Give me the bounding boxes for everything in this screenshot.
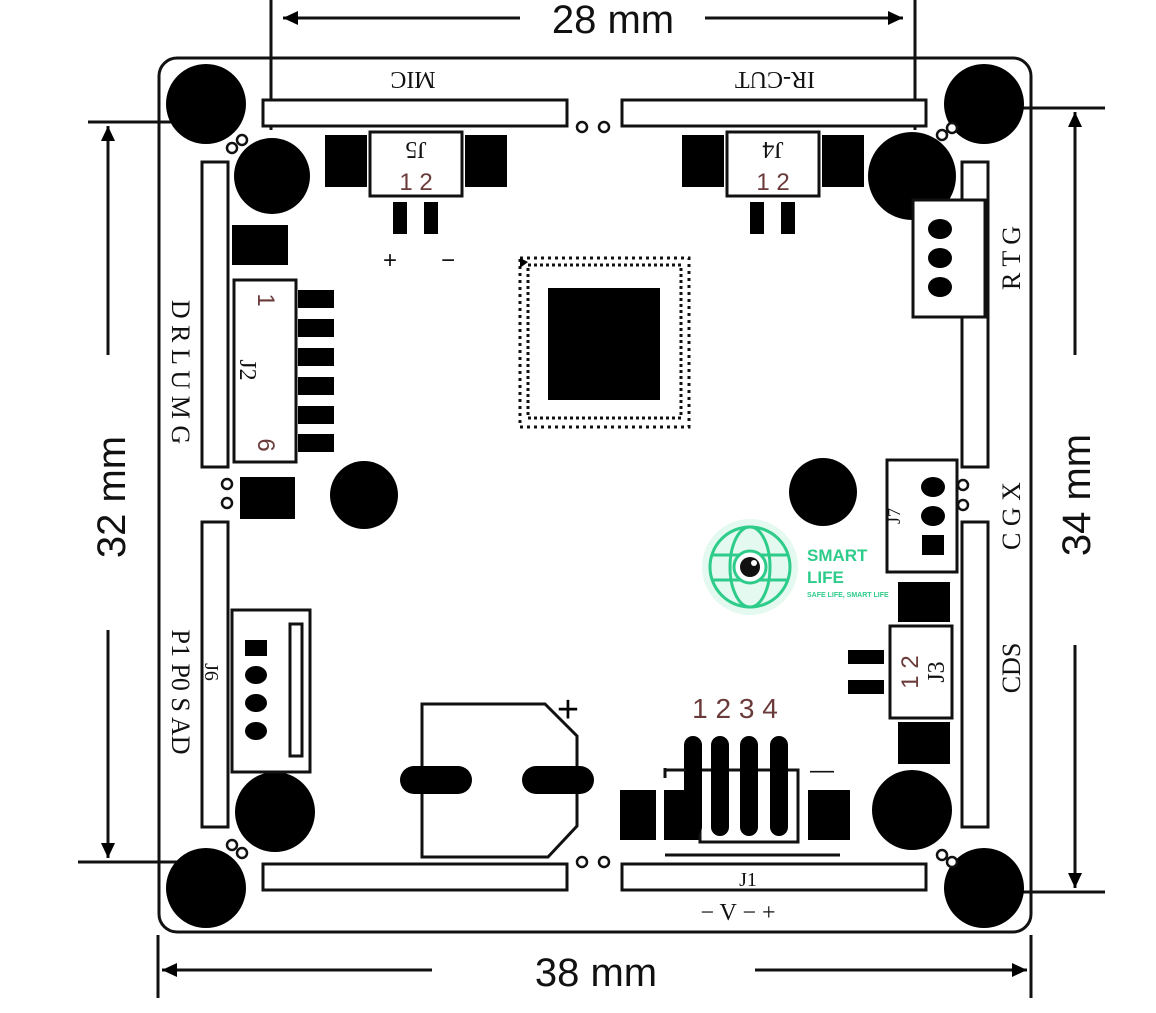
j4-label: J4 bbox=[762, 136, 783, 162]
j1-label: J1 bbox=[739, 869, 757, 891]
connector-j6: J6 bbox=[200, 608, 312, 774]
dimension-bottom-label: 38 mm bbox=[535, 951, 657, 995]
connector-j4: J4 1 2 bbox=[682, 130, 864, 234]
power-pin-labels: − V − + bbox=[700, 900, 775, 926]
j4-pins: 1 2 bbox=[756, 169, 789, 196]
edge-pad-left-bottom bbox=[200, 520, 230, 829]
j5-plus: + bbox=[383, 247, 397, 274]
edge-pad-top-left bbox=[261, 98, 569, 128]
connector-j7: J7 bbox=[884, 458, 959, 574]
connector-j2: 1 J2 6 bbox=[232, 225, 334, 519]
connector-j5: J5 1 2 + − bbox=[325, 130, 507, 274]
j2-pin6: 6 bbox=[252, 438, 279, 451]
connector-rtg bbox=[911, 198, 987, 319]
j1-pins: 1 2 3 4 bbox=[692, 693, 778, 724]
logo-title-2: LIFE bbox=[807, 568, 844, 587]
edge-pad-top-right bbox=[620, 98, 928, 128]
j7-label: J7 bbox=[884, 508, 904, 524]
capacitor-plus: + bbox=[557, 689, 579, 731]
edge-pad-bottom-left bbox=[261, 862, 569, 892]
mic-label: MIC bbox=[390, 66, 435, 92]
j2-label: J2 bbox=[234, 359, 260, 380]
dimension-top: 28 mm bbox=[269, 0, 917, 130]
edge-pad-bottom-right bbox=[620, 862, 928, 892]
j2-pin1: 1 bbox=[252, 293, 279, 306]
dimension-bottom: 38 mm bbox=[156, 935, 1033, 998]
j5-minus: − bbox=[441, 247, 455, 274]
dimension-right: 34 mm bbox=[985, 106, 1105, 894]
vias bbox=[220, 120, 970, 869]
j5-pins: 1 2 bbox=[399, 169, 432, 196]
j3-pins: 1 2 bbox=[897, 655, 924, 688]
j3-label: J3 bbox=[924, 661, 950, 682]
j5-label: J5 bbox=[405, 136, 426, 162]
left-top-pin-labels: D R L U M G bbox=[166, 300, 195, 444]
left-bottom-pin-labels: P1 P0 S AD bbox=[166, 630, 195, 755]
main-chip bbox=[518, 256, 691, 429]
dimension-top-label: 28 mm bbox=[552, 0, 674, 42]
right-top-pin-labels: R T G bbox=[997, 226, 1026, 290]
edge-pad-right-bottom bbox=[960, 520, 990, 829]
right-bottom-pin-labels: CDS bbox=[997, 643, 1026, 694]
ircut-label: IR-CUT bbox=[735, 66, 815, 92]
mounting-holes bbox=[166, 64, 1024, 928]
dimension-right-label: 34 mm bbox=[1055, 434, 1099, 556]
j1-minus: — bbox=[810, 757, 834, 784]
right-mid-pin-labels: C G X bbox=[997, 482, 1026, 550]
j6-label: J6 bbox=[200, 663, 222, 681]
board-outline bbox=[157, 56, 1033, 934]
capacitor: + bbox=[400, 689, 594, 859]
connector-j3: 1 2 J3 bbox=[848, 582, 954, 764]
connector-j1: 1 2 3 4 — J1 bbox=[620, 693, 850, 891]
edge-pad-left-top bbox=[200, 160, 230, 469]
logo-tagline: SAFE LIFE, SMART LIFE bbox=[807, 592, 889, 599]
smart-life-logo: SMART LIFE SAFE LIFE, SMART LIFE bbox=[702, 519, 889, 615]
logo-title-1: SMART bbox=[807, 546, 868, 565]
dimension-left-label: 32 mm bbox=[90, 436, 134, 558]
